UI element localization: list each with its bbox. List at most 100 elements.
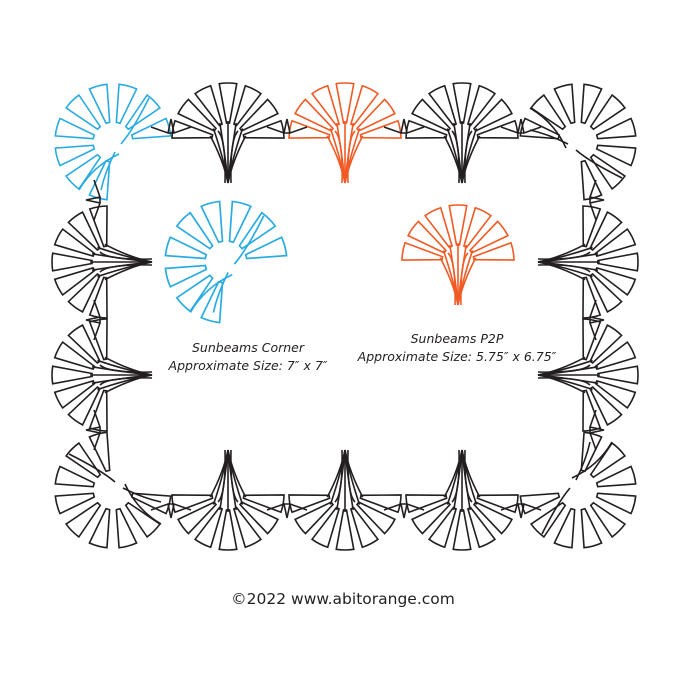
p2p-design-size: Approximate Size: 5.75″ x 6.75″ (357, 349, 557, 364)
fan-stem-line (104, 356, 153, 376)
corner-blade (589, 501, 627, 539)
connector-spike (266, 502, 308, 519)
fan-motif-bottom (405, 449, 519, 551)
fan-blade (359, 119, 402, 139)
corner-blade (580, 431, 603, 473)
fan-blade (177, 501, 218, 535)
connector-spike (588, 179, 605, 221)
corner-blade (589, 93, 627, 131)
connector-spike (588, 299, 605, 341)
connector-spike (588, 409, 605, 451)
corner-stem-line (68, 453, 162, 525)
fan-stem-line (537, 251, 591, 273)
fan-stem-line (537, 261, 586, 281)
corner-stem-line (529, 107, 623, 179)
corner-blade (175, 211, 214, 250)
fan-blade (288, 494, 331, 514)
corner-blade (164, 264, 208, 288)
connector-spike-line (85, 179, 102, 221)
fan-blade (218, 509, 238, 551)
corner-blade (595, 117, 637, 140)
fan-blade (594, 266, 637, 297)
fan-blade (53, 379, 96, 410)
corner-motif-top-left (54, 83, 172, 201)
corner-blade (244, 236, 288, 260)
fan-stem-line (227, 135, 247, 184)
fan-stem-line (537, 374, 586, 394)
connector-spike-line (588, 299, 605, 341)
connector-spike (500, 502, 542, 519)
corner-motif-top-right (519, 83, 637, 201)
fan-blade (452, 509, 472, 551)
fan-blade (468, 220, 509, 254)
fan-blade (294, 98, 335, 132)
fan-blade (407, 220, 448, 254)
fan-motif-left (51, 318, 153, 432)
corner-blade (64, 501, 102, 539)
fan-blade (594, 340, 637, 371)
copyright-footer: ©2022 www.abitorange.com (231, 590, 455, 608)
fan-blade (51, 252, 93, 272)
fan-blade (53, 266, 96, 297)
fan-blade (476, 494, 519, 514)
corner-blade (595, 144, 637, 167)
fan-motif-top (171, 82, 285, 184)
fan-blade (411, 501, 452, 535)
fan-blade (589, 324, 623, 365)
fan-blade (355, 501, 396, 535)
fan-blade (67, 324, 101, 365)
fan-blade (472, 241, 515, 261)
corner-motif-bottom-left (54, 431, 172, 549)
p2p-design-label: Sunbeams P2P Approximate Size: 5.75″ x 6… (358, 330, 557, 366)
corner-blade (115, 83, 138, 125)
fan-blade (401, 241, 444, 261)
sample-corner-motif (164, 200, 288, 324)
fan-blade (294, 501, 335, 535)
corner-blade (88, 431, 111, 473)
corner-blade (238, 211, 277, 250)
fan-stem-line (451, 449, 473, 503)
connector-spike (383, 502, 425, 519)
corner-design-label: Sunbeams Corner Approximate Size: 7″ x 7… (169, 339, 328, 375)
corner-blade (130, 117, 172, 140)
connector-spike-line (85, 409, 102, 451)
fan-blade (67, 385, 101, 426)
fan-blade (355, 98, 396, 132)
fan-motif-bottom (288, 449, 402, 551)
fan-blade (310, 506, 341, 549)
fan-stem-line (99, 364, 153, 386)
fan-blade (335, 509, 355, 551)
fan-blade (193, 506, 224, 549)
connector-spike (85, 409, 102, 451)
corner-motif-bottom-right (519, 431, 637, 549)
fan-blade (405, 119, 448, 139)
corner-blade (553, 507, 576, 549)
fan-motif-top (405, 82, 519, 184)
fan-blade (88, 205, 108, 248)
fan-blade (232, 506, 263, 549)
fan-blade (423, 206, 454, 249)
fan-blade (242, 494, 285, 514)
fan-stem-line (104, 243, 153, 263)
fan-blade (335, 82, 355, 124)
fan-blade (310, 84, 341, 127)
connector-spike-line (150, 502, 192, 519)
fan-blade (405, 494, 448, 514)
corner-blade (580, 83, 603, 125)
fan-blade (88, 318, 108, 361)
fan-blade (67, 211, 101, 252)
corner-design-size: Approximate Size: 7″ x 7″ (168, 358, 328, 373)
corner-blade (54, 144, 96, 167)
fan-blade (53, 227, 96, 258)
connector-spike-line (383, 118, 425, 135)
fan-blade (452, 82, 472, 124)
corner-blade (200, 280, 224, 324)
p2p-design-name: Sunbeams P2P (410, 331, 504, 346)
corner-blade (200, 200, 224, 244)
fan-blade (238, 98, 279, 132)
corner-blade (553, 83, 576, 125)
connector-spike-line (588, 179, 605, 221)
connector-spike (150, 502, 192, 519)
fan-motif-left (51, 205, 153, 319)
